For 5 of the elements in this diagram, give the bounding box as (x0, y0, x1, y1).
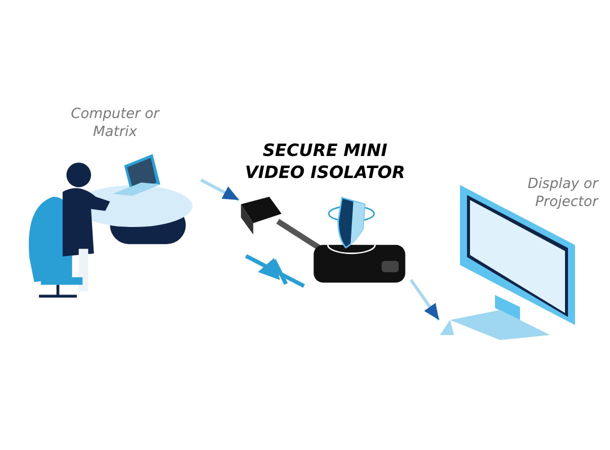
device-label: Computer or Matrix (70, 105, 161, 141)
device-label: Display or Projector (526, 175, 598, 211)
cable-arrow (200, 178, 240, 202)
cable-arrow (410, 279, 440, 321)
device-title: SECURE MINI VIDEO ISOLATOR (244, 140, 406, 184)
